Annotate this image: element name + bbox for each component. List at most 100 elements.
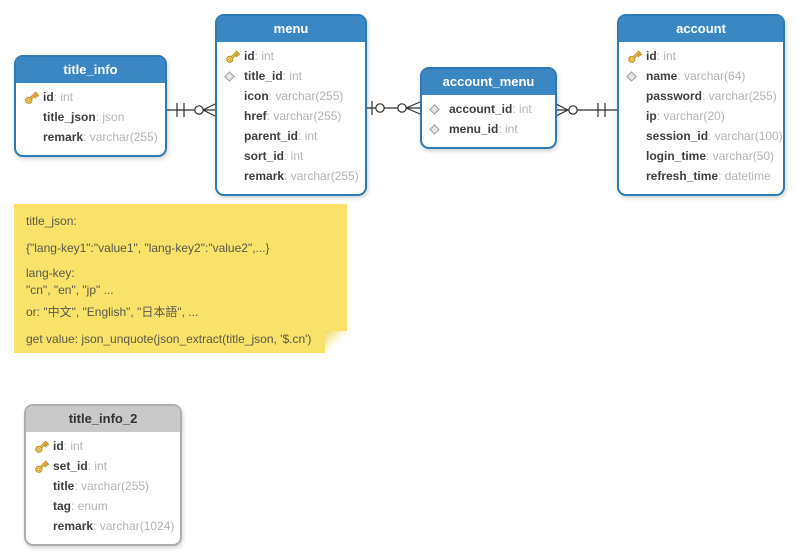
- foreign-key-icon: [429, 123, 440, 135]
- table-title[interactable]: title_info_2: [26, 406, 180, 432]
- table-row[interactable]: parent_id: int: [222, 126, 359, 146]
- table-row[interactable]: id: int: [31, 436, 174, 456]
- table-row[interactable]: account_id: int: [427, 99, 549, 119]
- column-type: : int: [512, 102, 532, 116]
- table-row[interactable]: id: int: [222, 46, 359, 66]
- foreign-key-icon: [224, 70, 235, 82]
- table-row[interactable]: password: varchar(255): [624, 86, 777, 106]
- table-title[interactable]: account_menu: [422, 69, 555, 95]
- connector-title_info-menu[interactable]: [166, 98, 216, 122]
- note-line: title_json:: [26, 214, 77, 228]
- column-type: : varchar(255): [702, 89, 777, 103]
- column-type: : int: [254, 49, 275, 63]
- column-name: href: [244, 109, 267, 123]
- foreign-key-icon: [427, 103, 449, 115]
- foreign-key-icon: [222, 70, 244, 82]
- column-name: menu_id: [449, 122, 499, 136]
- column-name: login_time: [646, 149, 707, 163]
- table-row[interactable]: title_id: int: [222, 66, 359, 86]
- table-row[interactable]: remark: varchar(255): [222, 166, 359, 186]
- table-row[interactable]: href: varchar(255): [222, 106, 359, 126]
- primary-key-icon: [21, 89, 43, 106]
- column-type: : int: [656, 49, 677, 63]
- table-row[interactable]: name: varchar(64): [624, 66, 777, 86]
- column-type: : int: [284, 149, 304, 163]
- column-type: : enum: [71, 499, 108, 513]
- column-type: : varchar(255): [266, 109, 342, 123]
- table-row[interactable]: icon: varchar(255): [222, 86, 359, 106]
- table-row[interactable]: id: int: [21, 87, 159, 107]
- column-type: : int: [63, 439, 84, 453]
- column-type: : varchar(255): [74, 479, 150, 493]
- connector-menu-account_menu[interactable]: [366, 96, 421, 120]
- note-line: "cn", "en", "jp" ...: [26, 283, 114, 297]
- table-title[interactable]: account: [619, 16, 783, 42]
- table-row[interactable]: id: int: [624, 46, 777, 66]
- column-name: session_id: [646, 129, 709, 143]
- column-name: account_id: [449, 102, 513, 116]
- column-type: : int: [53, 90, 74, 104]
- table-row[interactable]: session_id: varchar(100): [624, 126, 783, 146]
- primary-key-icon: [31, 438, 53, 455]
- table-row[interactable]: ip: varchar(20): [624, 106, 777, 126]
- connector-account_menu-account[interactable]: [555, 98, 617, 122]
- primary-key-icon: [624, 48, 646, 65]
- note-line: lang-key:: [26, 266, 75, 280]
- column-name: ip: [646, 109, 657, 123]
- table-row[interactable]: remark: varchar(1024): [31, 516, 174, 536]
- column-name: title: [53, 479, 75, 493]
- table-row[interactable]: title_json: json: [21, 107, 159, 127]
- column-name: tag: [53, 499, 71, 513]
- column-name: remark: [53, 519, 94, 533]
- column-type: : varchar(255): [83, 130, 158, 144]
- primary-key-icon: [31, 458, 53, 475]
- foreign-key-icon: [626, 70, 637, 82]
- table-title[interactable]: menu: [217, 16, 365, 42]
- column-name: remark: [244, 169, 285, 183]
- column-name: parent_id: [244, 129, 299, 143]
- column-name: title_json: [43, 110, 96, 124]
- note-line: get value: json_unquote(json_extract(tit…: [26, 332, 312, 346]
- table-title[interactable]: title_info: [16, 57, 165, 83]
- column-name: id: [244, 49, 255, 63]
- column-name: id: [646, 49, 657, 63]
- note-line: or: "中文", "English", "日本語", ...: [26, 305, 199, 319]
- note-folded-corner-icon: [325, 331, 347, 353]
- column-type: : varchar(255): [284, 169, 359, 183]
- primary-key-icon: [222, 48, 244, 65]
- table-row[interactable]: tag: enum: [31, 496, 174, 516]
- column-type: : varchar(64): [677, 69, 746, 83]
- sticky-note[interactable]: title_json: {"lang-key1":"value1", "lang…: [14, 204, 347, 353]
- column-type: : int: [87, 459, 108, 473]
- column-type: : varchar(20): [656, 109, 725, 123]
- table-row[interactable]: title: varchar(255): [31, 476, 174, 496]
- column-type: : int: [498, 122, 518, 136]
- table-row[interactable]: sort_id: int: [222, 146, 359, 166]
- table-row[interactable]: menu_id: int: [427, 119, 549, 139]
- table-row[interactable]: login_time: varchar(50): [624, 146, 777, 166]
- primary-key-icon: [25, 90, 40, 104]
- column-name: name: [646, 69, 678, 83]
- table-row[interactable]: refresh_time: datetime: [624, 166, 777, 186]
- column-name: refresh_time: [646, 169, 719, 183]
- column-type: : varchar(50): [706, 149, 775, 163]
- column-name: sort_id: [244, 149, 285, 163]
- table-row[interactable]: remark: varchar(255): [21, 127, 159, 147]
- table-row[interactable]: set_id: int: [31, 456, 174, 476]
- column-type: : varchar(1024): [93, 519, 175, 533]
- primary-key-icon: [628, 49, 643, 63]
- column-type: : int: [282, 69, 303, 83]
- column-name: title_id: [244, 69, 283, 83]
- column-type: : int: [298, 129, 318, 143]
- column-name: icon: [244, 89, 269, 103]
